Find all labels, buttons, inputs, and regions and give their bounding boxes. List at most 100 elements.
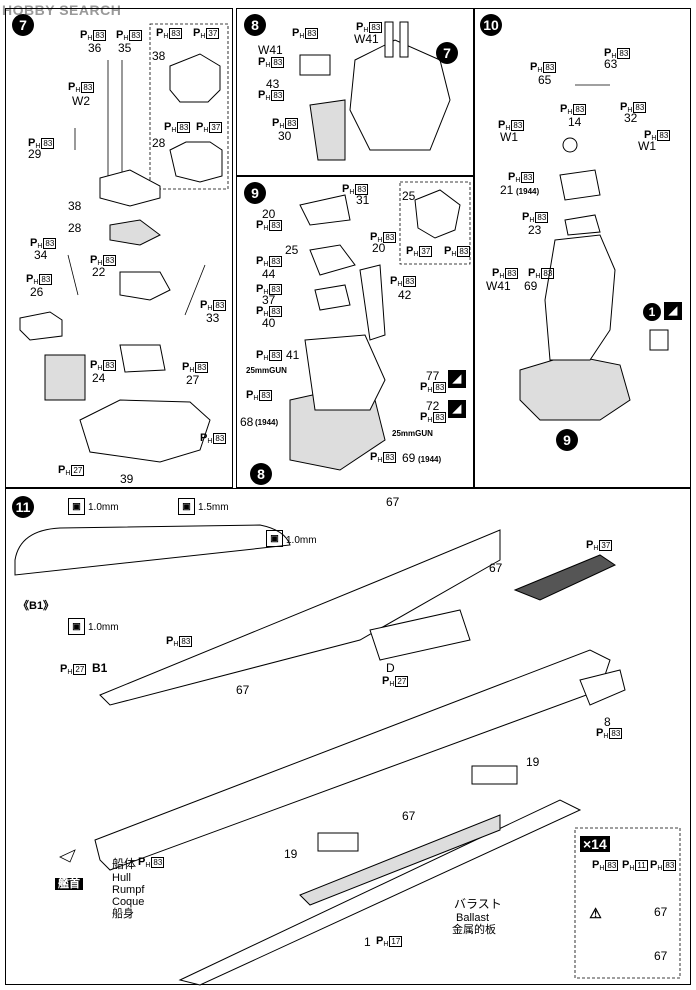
part-number: W1 — [500, 130, 518, 144]
part-number: 44 — [262, 267, 276, 281]
quantity-badge: ×14 — [580, 836, 610, 852]
part-number: 25 — [285, 243, 299, 257]
ballast-label-en: Ballast — [456, 912, 490, 924]
part-number: 1 — [364, 935, 371, 949]
part-number: 72 — [426, 399, 440, 413]
part-number: 14 — [568, 115, 582, 129]
ballast-label-jp: バラスト — [454, 897, 502, 911]
part-number: 22 — [92, 265, 106, 279]
hull-label-fr: Coque — [112, 896, 145, 908]
part-number: 28 — [152, 136, 166, 150]
part-number: 23 — [528, 223, 542, 237]
part-number: 29 — [28, 147, 42, 161]
part-number: 36 — [88, 41, 102, 55]
part-number: 38 — [68, 199, 82, 213]
year-note: (1944) — [255, 418, 279, 427]
step-number-9: 9 — [244, 182, 266, 204]
drill-size: 1.0mm — [286, 535, 317, 546]
part-number: 67 — [236, 683, 250, 697]
bow-label: 艦首 — [55, 878, 83, 890]
part-number: 20 — [372, 241, 386, 255]
hull-label-cn: 船身 — [112, 908, 134, 920]
part-number: 19 — [526, 755, 540, 769]
part-number: 25 — [402, 189, 416, 203]
part-label: D — [386, 661, 395, 675]
part-number: 32 — [624, 111, 638, 125]
step-10-panel — [474, 8, 691, 488]
part-number: 34 — [34, 248, 48, 262]
part-number: 19 — [284, 847, 298, 861]
part-number: 67 — [654, 905, 668, 919]
part-number: 67 — [402, 809, 416, 823]
step-11-panel — [5, 488, 691, 985]
drill-hole-icon: ▣ — [68, 618, 85, 635]
part-label: B1 — [92, 661, 108, 675]
part-number: 39 — [120, 472, 134, 486]
part-number: 30 — [278, 129, 292, 143]
step-number-10: 10 — [480, 14, 502, 36]
part-number: 20 — [262, 207, 276, 221]
step-ref-7: 7 — [436, 42, 458, 64]
part-number: 67 — [489, 561, 503, 575]
left-right-icon: ◢ — [664, 302, 682, 320]
part-number: 40 — [262, 316, 276, 330]
part-number: 69 — [524, 279, 538, 293]
part-number: W41 — [486, 279, 511, 293]
watermark: HOBBY SEARCH — [2, 2, 122, 18]
drill-hole-icon: ▣ — [178, 498, 195, 515]
year-note: (1944) — [418, 455, 442, 464]
left-right-icon: ◢ — [448, 370, 466, 388]
caution-icon: ⚠ — [589, 905, 602, 921]
drill-hole-icon: ▣ — [68, 498, 85, 515]
drill-size: 1.5mm — [198, 502, 229, 513]
part-number: 26 — [30, 285, 44, 299]
part-number: 38 — [152, 49, 166, 63]
hull-label-jp: 船体 — [112, 857, 137, 871]
part-number: 65 — [538, 73, 552, 87]
part-number: 28 — [68, 221, 82, 235]
part-number: 63 — [604, 57, 618, 71]
sub-part-tag: 《B1》 — [18, 600, 55, 612]
ballast-label-cn: 金属的板 — [452, 924, 496, 936]
part-number: 37 — [262, 293, 276, 307]
drill-hole-icon: ▣ — [266, 530, 283, 547]
part-number: 43 — [266, 77, 280, 91]
